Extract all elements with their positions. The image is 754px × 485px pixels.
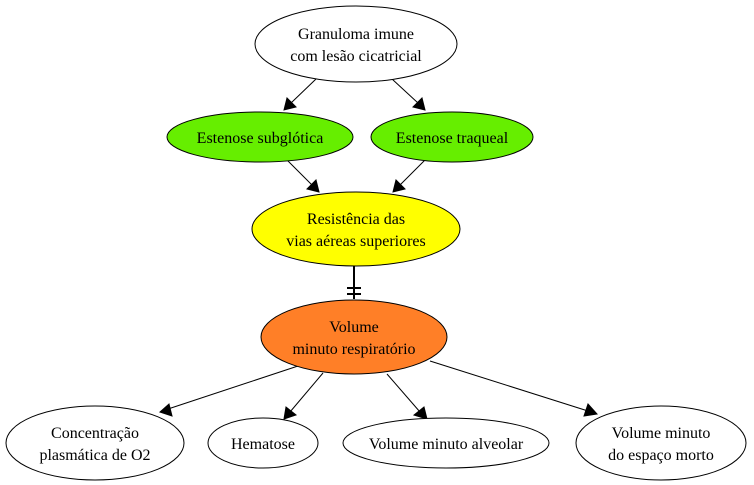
- node-hematose: Hematose: [207, 417, 319, 469]
- node-concentracao-line-2: plasmática de O2: [39, 447, 150, 464]
- edge-volume-minuto-to-concentracao: [159, 365, 299, 417]
- node-volume-espaco-morto: Volume minuto do espaço morto: [575, 405, 747, 481]
- node-volume-espaco-morto-line-2: do espaço morto: [608, 447, 714, 464]
- node-volume-alveolar-shape: [342, 417, 550, 469]
- node-estenose-subglotica-label: Estenose subglótica: [197, 130, 324, 147]
- edge-granuloma-to-estenose-traqueal: [391, 78, 426, 111]
- node-resistencia: Resistência das vias aéreas superiores: [251, 191, 461, 267]
- node-volume-minuto-line-1: Volume: [329, 319, 378, 336]
- edge-volume-minuto-to-hematose: [283, 372, 324, 420]
- node-hematose-label: Hematose: [231, 436, 295, 453]
- node-estenose-traqueal-shape: [370, 111, 534, 163]
- node-granuloma-line-2: com lesão cicatricial: [290, 48, 422, 65]
- node-concentracao: Concentração plasmática de O2: [5, 405, 185, 481]
- node-estenose-subglotica-shape: [166, 111, 354, 163]
- node-resistencia-shape: [251, 191, 461, 267]
- edge-volume-minuto-to-volume-alveolar: [386, 373, 428, 420]
- node-volume-minuto-shape: [260, 299, 448, 375]
- node-concentracao-shape: [5, 405, 185, 481]
- node-estenose-traqueal: Estenose traqueal: [370, 111, 534, 163]
- node-estenose-traqueal-label: Estenose traqueal: [396, 130, 509, 147]
- node-volume-espaco-morto-line-1: Volume minuto: [612, 425, 711, 442]
- edges: [159, 78, 598, 420]
- node-volume-espaco-morto-shape: [575, 405, 747, 481]
- edge-estenose-subglotica-to-resistencia: [286, 159, 320, 193]
- node-estenose-subglotica: Estenose subglótica: [166, 111, 354, 163]
- node-resistencia-line-2: vias aéreas superiores: [286, 233, 426, 250]
- node-volume-minuto: Volume minuto respiratório: [260, 299, 448, 375]
- node-volume-minuto-line-2: minuto respiratório: [292, 341, 415, 358]
- node-volume-alveolar-label: Volume minuto alveolar: [369, 436, 524, 453]
- edge-volume-minuto-to-volume-espaco-morto: [429, 360, 598, 417]
- node-granuloma: Granuloma imune com lesão cicatricial: [254, 5, 458, 83]
- edge-estenose-traqueal-to-resistencia: [392, 159, 426, 193]
- node-granuloma-shape: [254, 5, 458, 83]
- node-concentracao-line-1: Concentração: [51, 425, 139, 442]
- node-granuloma-line-1: Granuloma imune: [298, 26, 414, 43]
- edge-granuloma-to-estenose-subglotica: [283, 78, 317, 111]
- node-hematose-shape: [207, 417, 319, 469]
- edge-resistencia-blocks-volume-minuto: [347, 265, 361, 299]
- node-volume-alveolar: Volume minuto alveolar: [342, 417, 550, 469]
- node-resistencia-line-1: Resistência das: [307, 211, 405, 228]
